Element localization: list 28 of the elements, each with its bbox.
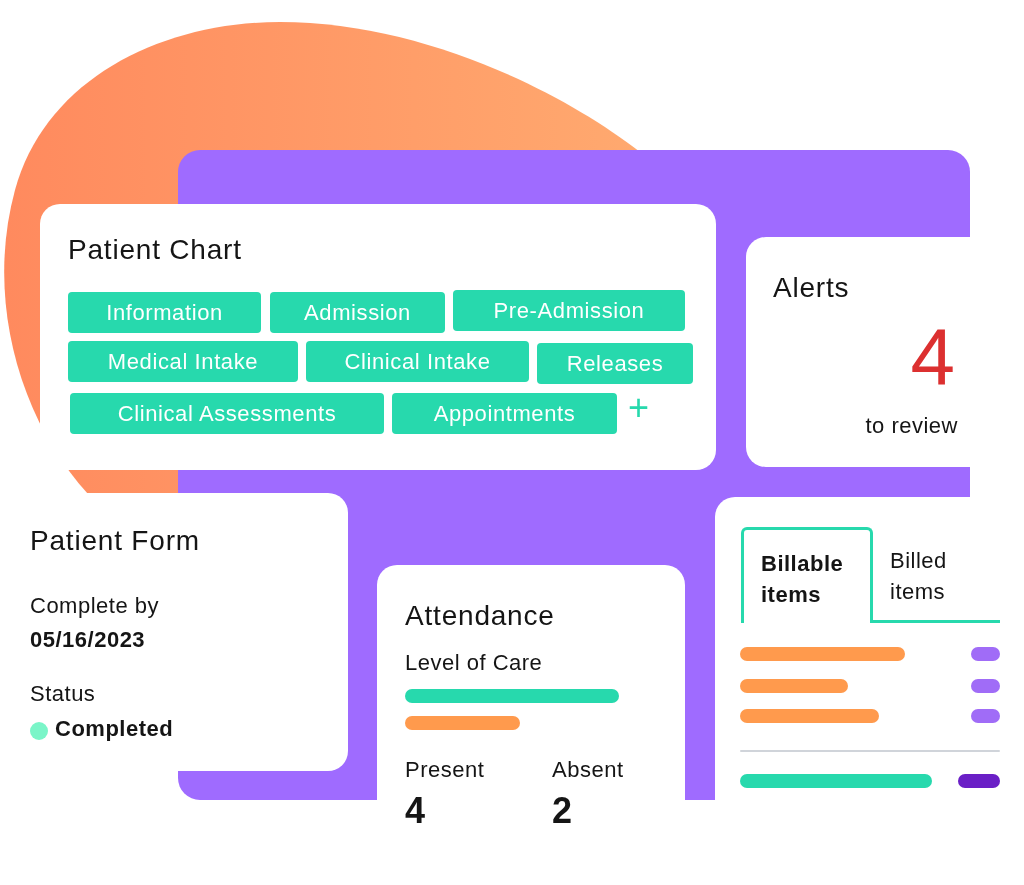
card-title: Patient Form bbox=[30, 525, 200, 558]
value-text: Completed bbox=[55, 716, 174, 742]
tag: Releases bbox=[537, 343, 693, 384]
value-text: 05/16/2023 bbox=[30, 627, 146, 653]
card-title: Patient Chart bbox=[68, 234, 242, 267]
tag: Clinical Assessments bbox=[70, 393, 384, 434]
tab: Billable items bbox=[741, 527, 873, 623]
label-text: to review bbox=[865, 413, 958, 439]
add-sign: + bbox=[628, 390, 650, 426]
alert-count: 4 bbox=[910, 317, 955, 397]
tag: Admission bbox=[270, 292, 445, 333]
tag: Appointments bbox=[392, 393, 617, 434]
label-text: Level of Care bbox=[405, 650, 543, 676]
tab: Billed items bbox=[873, 527, 1000, 623]
tag: Pre-Admission bbox=[453, 290, 685, 331]
tag: Medical Intake bbox=[68, 341, 298, 382]
tag: Information bbox=[68, 292, 261, 333]
card bbox=[746, 237, 970, 467]
label-text: Complete by bbox=[30, 593, 159, 619]
label-text: Status bbox=[30, 681, 96, 707]
count-value: 2 bbox=[552, 793, 573, 829]
count-value: 4 bbox=[405, 793, 426, 829]
card bbox=[40, 204, 716, 470]
tag: Clinical Intake bbox=[306, 341, 529, 382]
label-text: Absent bbox=[552, 757, 624, 783]
label-text: Present bbox=[405, 757, 485, 783]
card-title: Alerts bbox=[773, 272, 850, 305]
card-title: Attendance bbox=[405, 600, 555, 633]
